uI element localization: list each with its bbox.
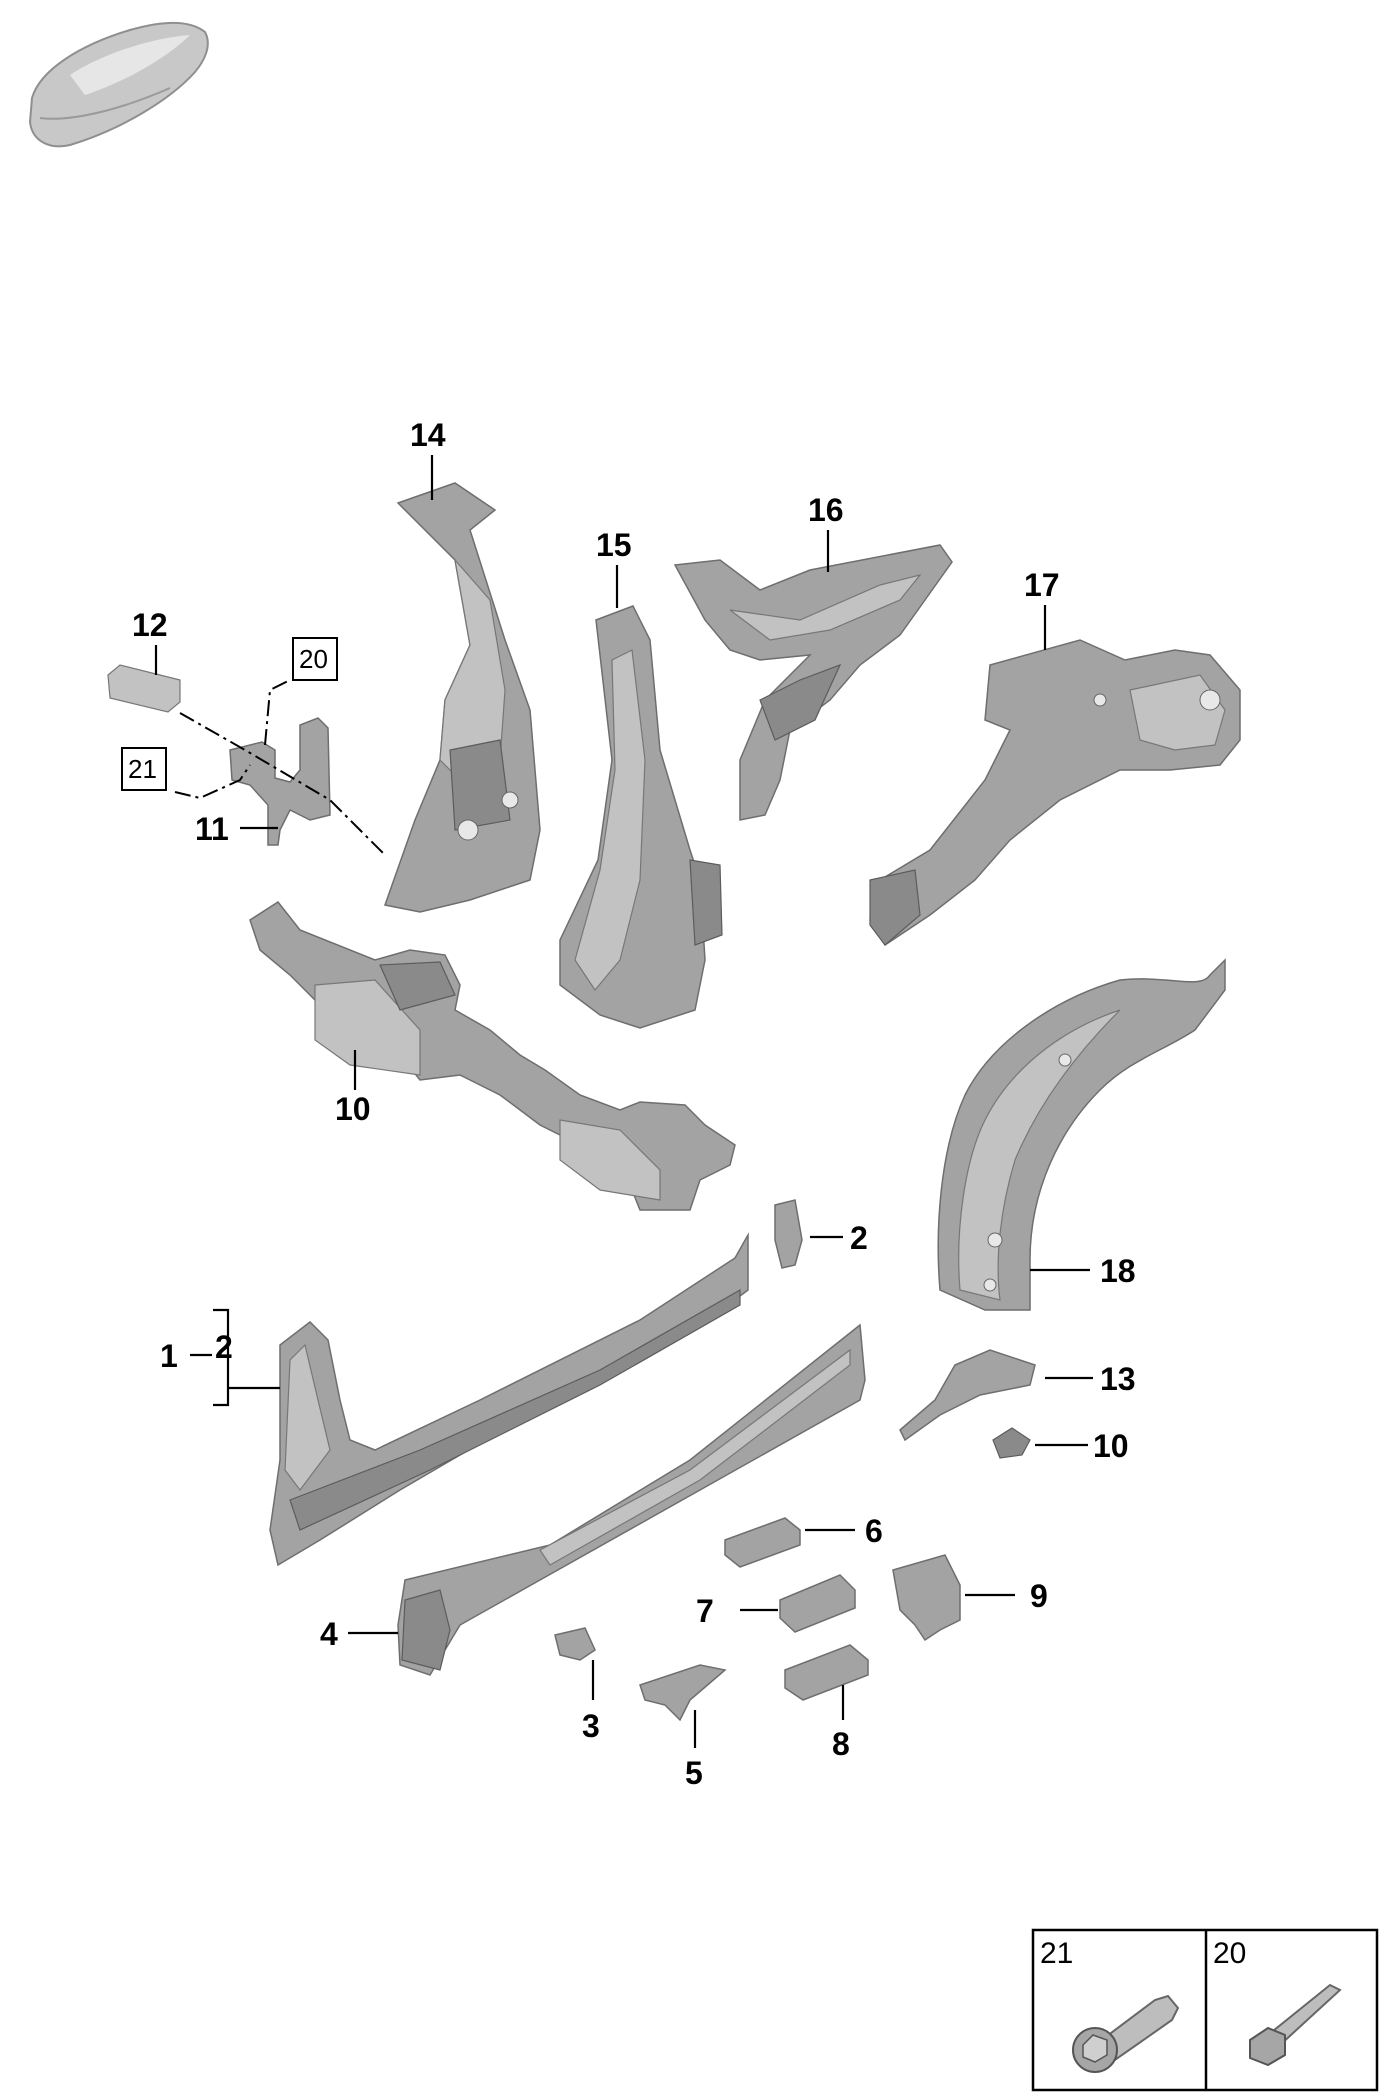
- callout-7: 7: [696, 1593, 714, 1629]
- callout-6: 6: [865, 1513, 883, 1549]
- callout-15: 14: [410, 417, 446, 453]
- part-10-nut: [992, 1427, 1031, 1459]
- part-11-cross-member: [249, 901, 736, 1211]
- callout-4: 4: [320, 1616, 338, 1652]
- callout-2-upper: 2: [850, 1220, 868, 1256]
- svg-text:21: 21: [128, 754, 157, 784]
- ref-box-20: 20: [292, 637, 338, 681]
- part-4-inner-sill: [397, 1323, 866, 1676]
- part-2-bracket: [774, 1199, 803, 1269]
- part-7-pad: [779, 1574, 856, 1633]
- callout-11: 10: [335, 1091, 371, 1127]
- ref-box-21: 21: [121, 747, 167, 791]
- callout-9: 9: [1030, 1578, 1048, 1614]
- callout-5: 5: [685, 1755, 703, 1791]
- callout-18: 17: [1024, 567, 1060, 603]
- callout-12: 11: [195, 811, 229, 847]
- part-12-hinge-bracket: [229, 717, 331, 846]
- svg-text:20: 20: [299, 644, 328, 674]
- callout-8: 8: [832, 1726, 850, 1762]
- flange-bolt-icon: [1072, 1994, 1180, 2073]
- callout-10: 10: [1093, 1428, 1129, 1464]
- callout-1: 1: [160, 1338, 178, 1374]
- car-silhouette-icon: [28, 21, 209, 148]
- fastener-legend: 21 20: [1031, 1928, 1379, 2092]
- part-16-b-pillar: [559, 605, 723, 1029]
- part-6-pad: [724, 1517, 801, 1568]
- callout-16: 15: [596, 527, 632, 563]
- part-19-wheel-arch: [937, 958, 1226, 1311]
- legend-number-20: 20: [1213, 1937, 1246, 1970]
- callout-13: 12: [132, 607, 168, 643]
- callouts: 14 15 16 17 12 11 10 2 18 1 2 13 10 6 9 …: [132, 417, 1136, 1791]
- part-13-foam-block: [107, 664, 181, 713]
- part-1-sill-assembly: [269, 1232, 749, 1567]
- part-8-pad: [784, 1644, 869, 1701]
- part-15-a-pillar: [384, 482, 541, 913]
- callout-19: 18: [1100, 1253, 1136, 1289]
- part-9-bracket: [892, 1554, 961, 1642]
- hex-bolt-icon: [1249, 1983, 1342, 2067]
- part-3-bracket: [554, 1627, 596, 1661]
- callout-2-lower: 2: [215, 1329, 233, 1365]
- part-17-upper-frame: [673, 544, 953, 821]
- leader-lines: [154, 455, 1093, 1748]
- callout-3: 3: [582, 1708, 600, 1744]
- callout-17: 16: [808, 492, 844, 528]
- legend-number-21: 21: [1040, 1937, 1073, 1970]
- part-5-bracket: [639, 1664, 727, 1722]
- part-14-gusset: [899, 1349, 1036, 1442]
- callout-14: 13: [1100, 1361, 1136, 1397]
- part-18-rear-frame: [869, 639, 1241, 947]
- assembly-lines: [174, 679, 386, 856]
